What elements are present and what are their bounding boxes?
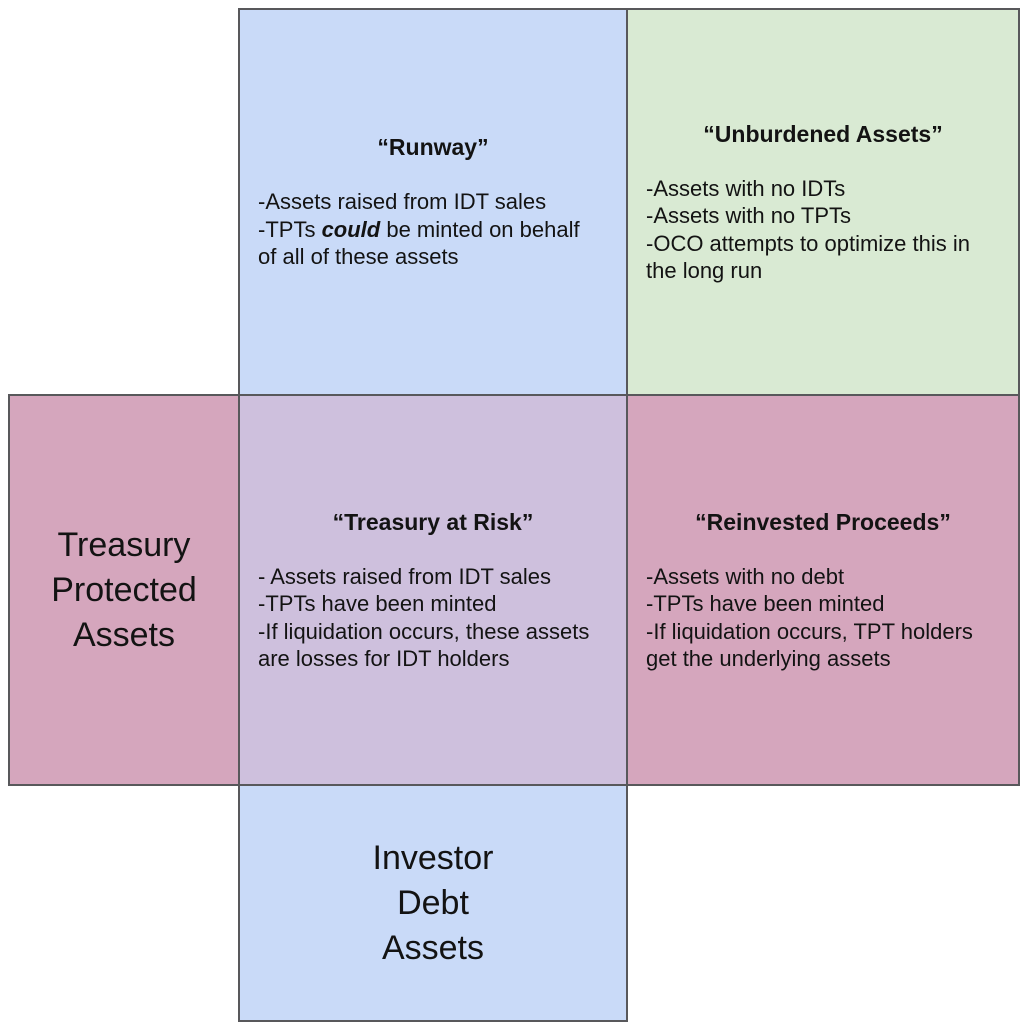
box-unburdened-assets: “Unburdened Assets” -Assets with no IDTs…	[626, 8, 1020, 396]
box-title-runway: “Runway”	[377, 134, 489, 161]
box-body-unburdened-assets: -Assets with no IDTs-Assets with no TPTs…	[646, 175, 970, 284]
box-runway: “Runway” -Assets raised from IDT sales-T…	[238, 8, 628, 396]
box-title-reinvested-proceeds: “Reinvested Proceeds”	[695, 508, 951, 535]
box-treasury-protected-assets: Treasury Protected Assets	[8, 394, 240, 786]
box-investor-debt-assets: Investor Debt Assets	[238, 784, 628, 1022]
box-body-treasury-at-risk: - Assets raised from IDT sales-TPTs have…	[258, 563, 590, 672]
box-reinvested-proceeds: “Reinvested Proceeds” -Assets with no de…	[626, 394, 1020, 786]
box-body-runway: -Assets raised from IDT sales-TPTs could…	[258, 189, 580, 270]
row-label-treasury-protected-assets: Treasury Protected Assets	[51, 525, 197, 654]
box-title-unburdened-assets: “Unburdened Assets”	[703, 120, 943, 147]
column-label-investor-debt-assets: Investor Debt Assets	[372, 838, 494, 967]
box-body-reinvested-proceeds: -Assets with no debt-TPTs have been mint…	[646, 563, 973, 672]
box-title-treasury-at-risk: “Treasury at Risk”	[332, 508, 534, 535]
box-treasury-at-risk: “Treasury at Risk” - Assets raised from …	[238, 394, 628, 786]
